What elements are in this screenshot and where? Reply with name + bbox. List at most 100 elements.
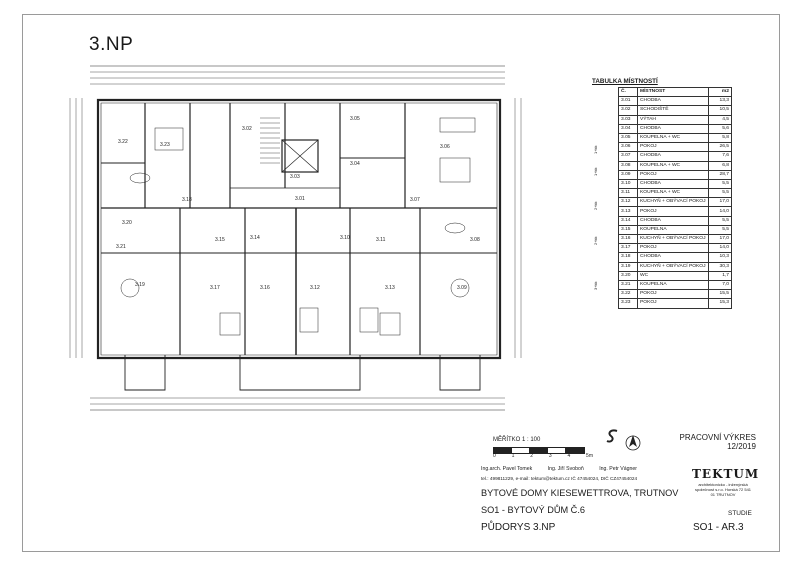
room-label: 3.18 bbox=[182, 197, 192, 203]
room-area: 15,5 bbox=[708, 289, 732, 300]
room-area: 5,5 bbox=[708, 188, 732, 199]
room-label: 3.12 bbox=[310, 285, 320, 291]
room-label: 3.11 bbox=[376, 237, 386, 243]
scale-label: MĚŘÍTKO 1 : 100 bbox=[493, 437, 541, 443]
room-number: 3.23 bbox=[618, 298, 638, 309]
room-name: KOUPELNA + WC bbox=[637, 132, 709, 144]
room-name: POKOJ bbox=[637, 243, 709, 254]
room-number: 3.17 bbox=[618, 243, 638, 254]
room-label: 3.20 bbox=[122, 220, 132, 226]
room-area: 10,5 bbox=[708, 105, 732, 116]
room-number: 3.11 bbox=[618, 188, 638, 199]
firm-name: TEKTUM bbox=[692, 467, 760, 481]
room-area: 17,0 bbox=[708, 197, 732, 208]
room-area: 30,3 bbox=[708, 261, 732, 272]
firm-logo-icon bbox=[606, 429, 618, 443]
project-stage: STUDIE bbox=[728, 510, 752, 517]
contact-line: tel.: 499811229, e-mail: tektum@tektum.c… bbox=[481, 476, 638, 481]
drawing-name: PŮDORYS 3.NP bbox=[481, 522, 556, 533]
room-name: KOUPELNA + WC bbox=[637, 188, 709, 199]
room-number: 3.16 bbox=[618, 233, 638, 245]
authors: Ing.arch. Pavel Tomek Ing. Jiří Svoboň I… bbox=[481, 466, 651, 472]
status-date: 12/2019 bbox=[727, 442, 756, 451]
column-header: MÍSTNOST bbox=[637, 86, 709, 98]
room-area: 6,8 bbox=[708, 160, 732, 171]
drawing-sheet-border bbox=[22, 14, 780, 552]
room-label: 3.01 bbox=[295, 196, 305, 202]
room-number: 3.22 bbox=[618, 289, 638, 300]
scale-tick: 4 bbox=[567, 453, 571, 459]
scale-tick: 2 bbox=[530, 453, 533, 459]
author-name: Ing.arch. Pavel Tomek bbox=[481, 466, 533, 472]
room-number: 3.20 bbox=[618, 270, 638, 281]
room-name: CHODBA bbox=[637, 252, 709, 263]
room-area: 5,8 bbox=[708, 132, 732, 144]
room-number: 3.04 bbox=[618, 123, 638, 134]
room-number: 3.02 bbox=[618, 105, 638, 116]
building-name: SO1 - BYTOVÝ DŮM Č.6 bbox=[481, 505, 585, 515]
room-name: POKOJ bbox=[637, 169, 709, 180]
room-name: CHODBA bbox=[637, 96, 709, 107]
room-label: 3.07 bbox=[410, 197, 420, 203]
room-number: 3.19 bbox=[618, 261, 638, 272]
room-area: 10,3 bbox=[708, 252, 732, 263]
scale-ticks: 0 1 2 3 4 5m bbox=[493, 453, 593, 459]
north-arrow-icon bbox=[625, 435, 641, 451]
room-number: 3.01 bbox=[618, 96, 638, 107]
room-area: 14,0 bbox=[708, 243, 732, 254]
unit-group-label: 3+kk bbox=[593, 281, 598, 290]
room-number: 3.08 bbox=[618, 160, 638, 171]
room-number: 3.06 bbox=[618, 142, 638, 153]
room-area: 5,5 bbox=[708, 178, 732, 190]
room-label: 3.03 bbox=[290, 174, 300, 180]
room-name: WC bbox=[637, 270, 709, 281]
room-label: 3.17 bbox=[210, 285, 220, 291]
scale-tick: 0 bbox=[493, 453, 496, 459]
room-name: POKOJ bbox=[637, 142, 709, 153]
scale-tick: 3 bbox=[548, 453, 552, 459]
room-label: 3.16 bbox=[260, 285, 270, 291]
room-label: 3.14 bbox=[250, 235, 260, 241]
room-label: 3.19 bbox=[135, 282, 145, 288]
room-name: CHODBA bbox=[637, 215, 709, 226]
room-number: 3.13 bbox=[618, 206, 638, 217]
scale-bar bbox=[493, 447, 585, 454]
room-area: 26,5 bbox=[708, 142, 732, 153]
room-number: 3.14 bbox=[618, 215, 638, 226]
room-number: 3.21 bbox=[618, 279, 638, 291]
room-name: KUCHYŇ + OBÝVACÍ POKOJ bbox=[637, 261, 709, 272]
author-name: Ing. Petr Vágner bbox=[599, 466, 637, 472]
room-number: 3.03 bbox=[618, 114, 638, 125]
room-name: KOUPELNA bbox=[637, 279, 709, 291]
room-area: 7,0 bbox=[708, 279, 732, 291]
room-area: 28,7 bbox=[708, 169, 732, 180]
room-area: 15,3 bbox=[708, 298, 732, 309]
drawing-code: SO1 - AR.3 bbox=[693, 522, 744, 533]
room-area: 7,6 bbox=[708, 151, 732, 162]
room-name: KOUPELNA bbox=[637, 224, 709, 236]
room-name: KUCHYŇ + OBÝVACÍ POKOJ bbox=[637, 233, 709, 245]
unit-group-label: 2+kk bbox=[593, 236, 598, 245]
scale-tick: 5m bbox=[586, 453, 593, 459]
room-label: 3.02 bbox=[242, 126, 252, 132]
room-label: 3.13 bbox=[385, 285, 395, 291]
room-schedule-title: TABULKA MÍSTNOSTÍ bbox=[592, 78, 658, 85]
